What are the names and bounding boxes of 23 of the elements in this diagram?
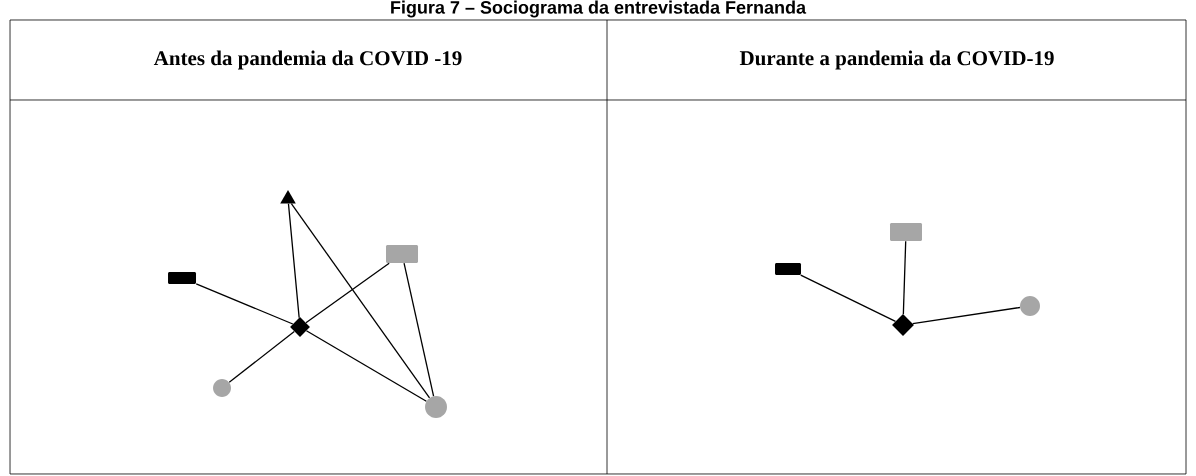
column-header: Durante a pandemia da COVID-19 bbox=[739, 50, 1054, 70]
connector-line bbox=[290, 203, 431, 399]
diamond-node bbox=[290, 317, 310, 337]
connector-line bbox=[912, 306, 1021, 325]
connector-line bbox=[305, 262, 390, 324]
connector-line bbox=[800, 274, 897, 322]
connector-line bbox=[305, 330, 427, 402]
rectangle-node bbox=[775, 263, 801, 275]
connector-line bbox=[228, 330, 295, 383]
circle-node bbox=[213, 379, 231, 397]
triangle-node bbox=[280, 190, 296, 204]
rectangle-node bbox=[168, 272, 196, 284]
connector-line bbox=[287, 203, 300, 319]
diamond-node bbox=[892, 314, 914, 336]
circle-node bbox=[425, 396, 447, 418]
connector-line bbox=[902, 240, 907, 315]
rectangle-node bbox=[386, 245, 418, 263]
rectangle-node bbox=[890, 223, 922, 241]
connector-line bbox=[403, 262, 435, 397]
circle-node bbox=[1020, 296, 1040, 316]
figure-title: Figura 7 – Sociograma da entrevistada Fernanda bbox=[391, 0, 807, 18]
column-header: Antes da pandemia da COVID -19 bbox=[153, 50, 462, 70]
connector-line bbox=[195, 283, 294, 325]
